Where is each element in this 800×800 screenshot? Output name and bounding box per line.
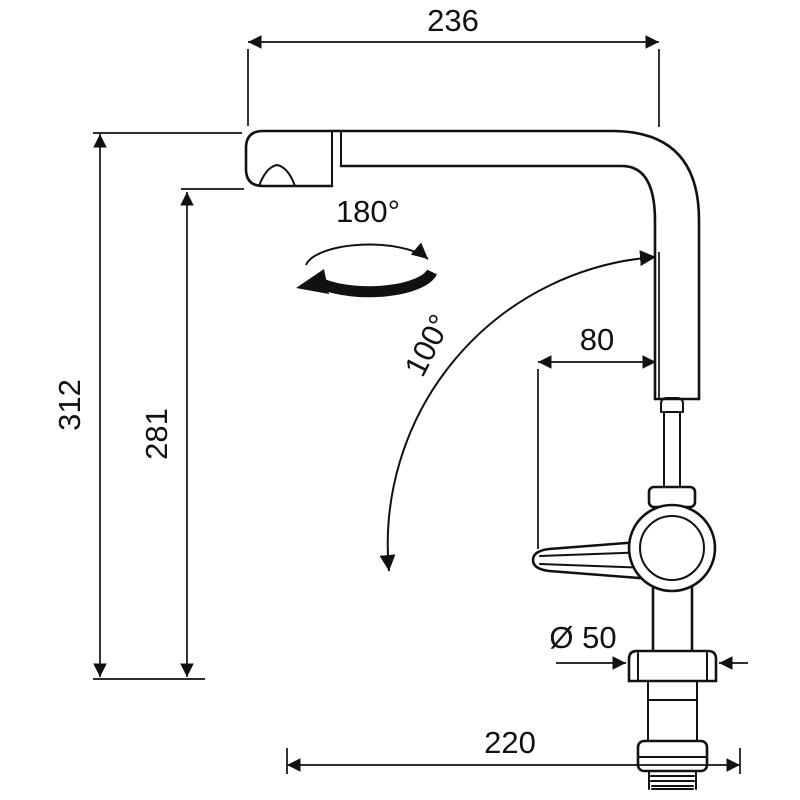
dimension-180: 180° — [296, 194, 437, 298]
dimension-100: 100° — [379, 250, 657, 572]
base-flange — [627, 649, 718, 683]
mounting-nut — [636, 739, 709, 773]
mounting-shank — [647, 680, 698, 742]
dimension-80: 80 — [537, 252, 660, 549]
dim-180-label: 180° — [336, 194, 400, 229]
dimension-diameter-50: Ø 50 — [549, 620, 748, 670]
dim-100-label: 100° — [397, 309, 457, 382]
dimension-220: 220 — [286, 725, 741, 774]
dim-220-label: 220 — [484, 725, 536, 760]
ball-joint-outer — [627, 503, 717, 593]
rotation-arrow-thick-arc — [319, 269, 437, 298]
dimension-236: 236 — [247, 3, 660, 127]
spout-head — [244, 129, 343, 188]
dim-diameter-label: Ø 50 — [549, 620, 616, 655]
dim-236-label: 236 — [427, 3, 479, 38]
rotation-arrow-thin-arc — [305, 242, 429, 266]
rotation-arrow-head — [296, 269, 329, 294]
stem-cap — [660, 397, 684, 413]
dim-312-label: 312 — [52, 379, 87, 431]
dim-281-label: 281 — [139, 408, 174, 460]
dim-100-arc — [379, 250, 657, 572]
faucet-outline — [244, 129, 718, 790]
dimension-312: 312 — [52, 132, 242, 680]
spout-arm-top-and-pipe-right — [339, 129, 701, 401]
aerator-bump — [258, 164, 296, 187]
spout-arm-bottom-and-pipe-left — [339, 164, 657, 401]
dim-80-label: 80 — [580, 322, 614, 357]
threaded-tip — [648, 770, 697, 790]
dimension-281: 281 — [139, 188, 244, 677]
